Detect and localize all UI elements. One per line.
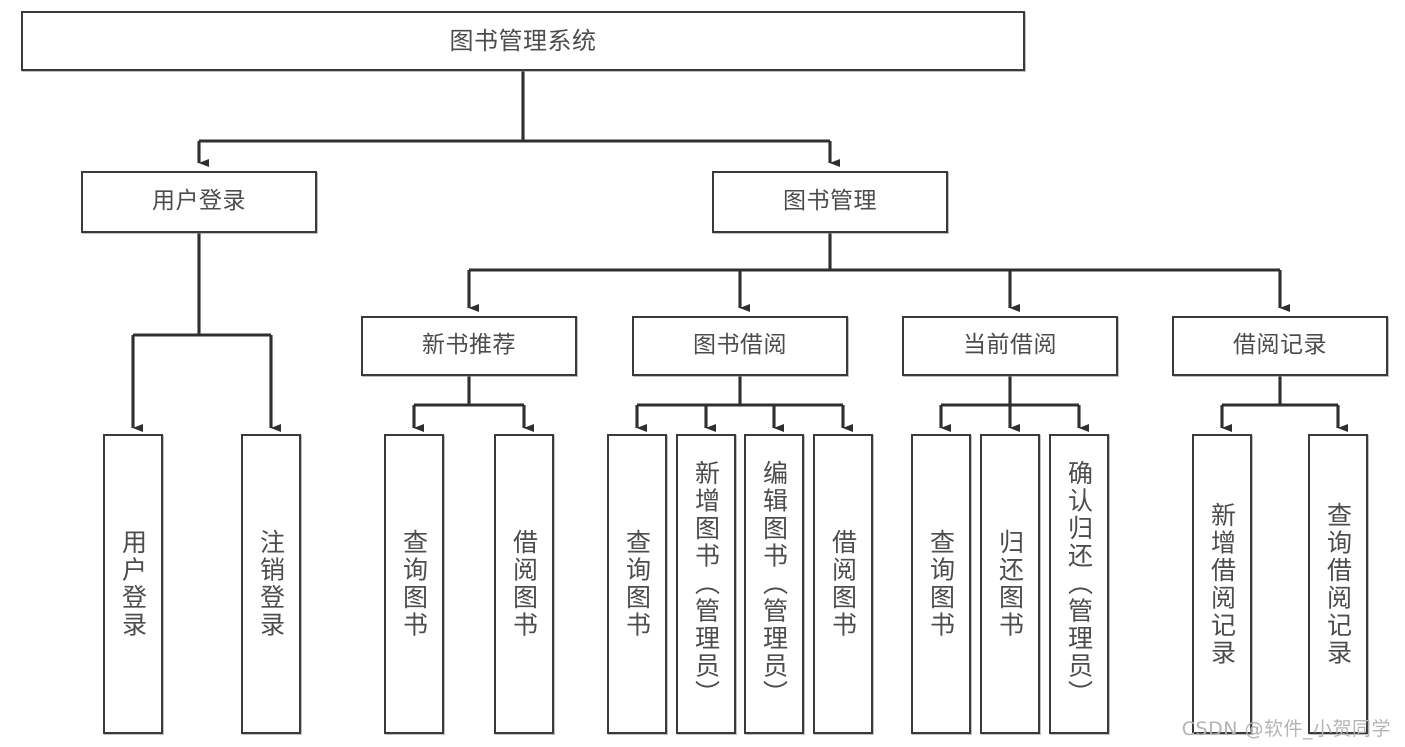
node-label: 当前借阅 xyxy=(963,332,1057,359)
node-label: 借阅记录 xyxy=(1233,332,1327,359)
node-label: 图书借阅 xyxy=(693,332,787,359)
node-user-login[interactable]: 用户登录 xyxy=(81,171,317,233)
node-leaf-edit-book-admin[interactable]: 编辑图书（管理员） xyxy=(744,434,804,734)
node-label: 编辑图书（管理员） xyxy=(759,460,789,708)
node-book-management[interactable]: 图书管理 xyxy=(712,171,948,233)
node-label: 用户登录 xyxy=(118,529,148,639)
node-label: 查询图书 xyxy=(622,529,652,639)
node-label: 新书推荐 xyxy=(422,332,516,359)
node-current-borrow[interactable]: 当前借阅 xyxy=(902,316,1118,376)
node-leaf-add-book-admin[interactable]: 新增图书（管理员） xyxy=(676,434,736,734)
node-leaf-logout[interactable]: 注销登录 xyxy=(241,434,301,734)
node-label: 确认归还（管理员） xyxy=(1064,460,1094,708)
node-book-borrow[interactable]: 图书借阅 xyxy=(632,316,848,376)
node-label: 归还图书 xyxy=(995,529,1025,639)
node-leaf-confirm-return-admin[interactable]: 确认归还（管理员） xyxy=(1049,434,1109,734)
node-leaf-add-borrow-record[interactable]: 新增借阅记录 xyxy=(1192,434,1252,734)
node-leaf-return-book[interactable]: 归还图书 xyxy=(980,434,1040,734)
node-leaf-query-borrow-record[interactable]: 查询借阅记录 xyxy=(1308,434,1368,734)
node-borrow-record[interactable]: 借阅记录 xyxy=(1172,316,1388,376)
node-label: 查询图书 xyxy=(399,529,429,639)
node-label: 新增图书（管理员） xyxy=(691,460,721,708)
node-leaf-query-book-current[interactable]: 查询图书 xyxy=(911,434,971,734)
node-label: 新增借阅记录 xyxy=(1207,501,1237,667)
node-leaf-borrow-book[interactable]: 借阅图书 xyxy=(813,434,873,734)
node-label: 查询借阅记录 xyxy=(1323,501,1353,667)
node-root-book-management-system[interactable]: 图书管理系统 xyxy=(21,11,1025,71)
node-leaf-query-book-borrow[interactable]: 查询图书 xyxy=(607,434,667,734)
node-label: 查询图书 xyxy=(926,529,956,639)
node-new-book-recommend[interactable]: 新书推荐 xyxy=(361,316,577,376)
node-leaf-query-book-recommend[interactable]: 查询图书 xyxy=(384,434,444,734)
node-label: 借阅图书 xyxy=(509,529,539,639)
node-leaf-borrow-book-recommend[interactable]: 借阅图书 xyxy=(494,434,554,734)
node-label: 图书管理 xyxy=(783,188,877,215)
node-leaf-user-login[interactable]: 用户登录 xyxy=(103,434,163,734)
node-label: 注销登录 xyxy=(256,529,286,639)
node-label: 用户登录 xyxy=(152,188,246,215)
node-label: 借阅图书 xyxy=(828,529,858,639)
node-label: 图书管理系统 xyxy=(449,26,597,55)
